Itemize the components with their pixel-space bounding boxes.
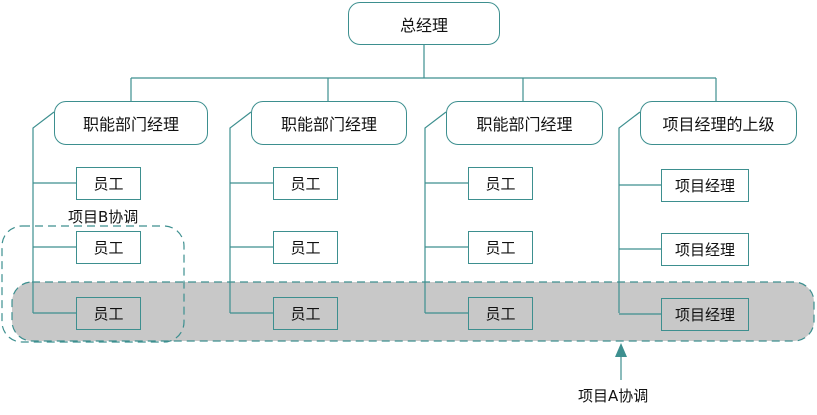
col3-spine	[424, 111, 447, 313]
project-a-band	[11, 281, 815, 342]
column-4-item-2: 项目经理	[661, 233, 749, 266]
column-1-item-1-label: 员工	[93, 175, 124, 193]
column-4-item-3: 项目经理	[661, 298, 749, 331]
column-2-head-label: 职能部门经理	[280, 115, 377, 134]
column-3-item-1: 员工	[468, 167, 533, 200]
column-3-head-label: 职能部门经理	[476, 115, 573, 134]
column-1-item-2-label: 员工	[93, 239, 124, 257]
project-a-arrow-icon	[615, 343, 627, 357]
column-4-item-1: 项目经理	[661, 169, 749, 202]
column-3-item-3: 员工	[468, 297, 533, 330]
column-2-item-2-label: 员工	[290, 239, 321, 257]
project-a-label: 项目A协调	[578, 387, 649, 405]
column-2-item-1: 员工	[273, 167, 338, 200]
project-b-region	[1, 225, 185, 343]
column-3-item-2: 员工	[468, 231, 533, 264]
column-1-item-3-label: 员工	[93, 305, 124, 323]
column-1-head-label: 职能部门经理	[82, 115, 179, 134]
col2-spine	[229, 111, 252, 313]
column-2-item-2: 员工	[273, 231, 338, 264]
general-manager-node: 总经理	[348, 2, 500, 45]
column-2-item-1-label: 员工	[290, 175, 321, 193]
column-4-item-1-label: 项目经理	[674, 177, 735, 195]
general-manager-label: 总经理	[399, 15, 448, 35]
project-b-label: 项目B协调	[68, 208, 139, 226]
column-2-item-3: 员工	[273, 297, 338, 330]
column-4-item-3-label: 项目经理	[674, 306, 735, 324]
column-1-item-2: 员工	[76, 231, 141, 264]
col1-spine	[32, 111, 55, 313]
column-1-item-3: 员工	[76, 297, 141, 330]
column-2-item-3-label: 员工	[290, 305, 321, 323]
column-3-item-3-label: 员工	[485, 305, 516, 323]
column-4-item-2-label: 项目经理	[674, 241, 735, 259]
column-1-item-1: 员工	[76, 167, 141, 200]
column-3-item-2-label: 员工	[485, 239, 516, 257]
column-3-item-1-label: 员工	[485, 175, 516, 193]
column-3-head: 职能部门经理	[446, 101, 603, 145]
col4-spine	[618, 111, 641, 313]
column-1-head: 职能部门经理	[54, 101, 208, 145]
column-4-head-label: 项目经理的上级	[662, 115, 775, 134]
column-4-head: 项目经理的上级	[640, 101, 797, 145]
column-2-head: 职能部门经理	[251, 101, 407, 145]
